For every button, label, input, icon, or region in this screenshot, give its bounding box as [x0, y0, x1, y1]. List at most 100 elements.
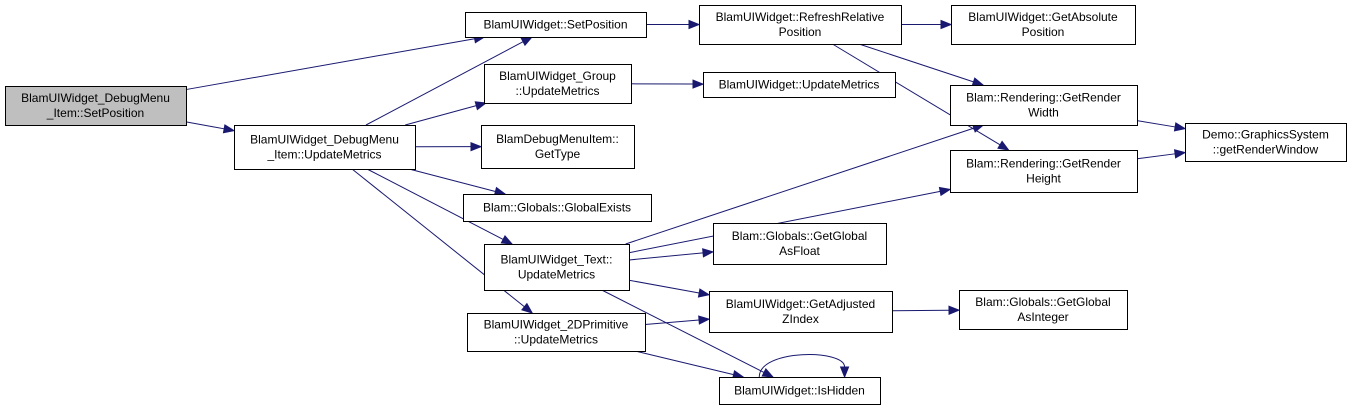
edge-refreshrelative-to-getrenderwidth-line [858, 43, 974, 83]
node-getrenderwindow-box[interactable] [1185, 123, 1347, 162]
node-refreshrelative-label-1: Position [779, 25, 822, 39]
node-group_updatemetrics-label-0: BlamUIWidget_Group [499, 69, 616, 83]
edge-text_updatemetrics-to-getrenderheight [628, 186, 952, 254]
edge-debugmenu_updatemetrics-to-primitive_updatemetrics-arrow [521, 302, 534, 314]
node-debugmenu_updatemetrics-box[interactable] [234, 125, 416, 170]
node-debugmenu_updatemetrics-label-0: BlamUIWidget_DebugMenu [250, 133, 399, 147]
node-debugmenuitem_gettype[interactable]: BlamDebugMenuItem::GetType [481, 125, 635, 169]
edge-text_updatemetrics-to-getrenderheight-line [628, 190, 941, 254]
node-debugmenu_updatemetrics[interactable]: BlamUIWidget_DebugMenu_Item::UpdateMetri… [234, 125, 416, 170]
edge-text_updatemetrics-to-getrenderheight-arrow [938, 186, 952, 197]
edge-debugmenu_updatemetrics-to-setposition-line [365, 41, 524, 126]
node-globalexists[interactable]: Blam::Globals::GlobalExists [463, 194, 652, 222]
edge-primitive_updatemetrics-to-ishidden [634, 350, 745, 380]
node-ishidden[interactable]: BlamUIWidget::IsHidden [719, 377, 881, 405]
node-getglobalasinteger-label-1: AsInteger [1017, 310, 1068, 324]
edge-ishidden-to-ishidden-line [758, 354, 846, 378]
edge-getrenderheight-to-getrenderwindow-arrow [1173, 149, 1187, 159]
node-getadjustedzindex-label-0: BlamUIWidget::GetAdjusted [726, 297, 875, 311]
node-widget_updatemetrics-box[interactable] [703, 72, 896, 98]
edge-root-to-debugmenu_updatemetrics-line [185, 121, 225, 130]
edge-primitive_updatemetrics-to-ishidden-line [634, 350, 734, 376]
node-root[interactable]: BlamUIWidget_DebugMenu_Item::SetPosition [5, 86, 187, 126]
node-debugmenuitem_gettype-box[interactable] [481, 125, 635, 169]
edge-refreshrelative-to-getabsoluteposition [901, 19, 953, 30]
node-primitive_updatemetrics[interactable]: BlamUIWidget_2DPrimitive::UpdateMetrics [467, 313, 646, 352]
edge-refreshrelative-to-getrenderheight-line [832, 43, 1001, 146]
node-getabsoluteposition-label-1: Position [1022, 25, 1065, 39]
edge-getrenderwidth-to-getrenderwindow-arrow [1173, 122, 1187, 132]
node-setposition[interactable]: BlamUIWidget::SetPosition [465, 12, 647, 38]
edge-ishidden-to-ishidden-arrow [839, 366, 850, 379]
edge-group_updatemetrics-to-widget_updatemetrics [630, 79, 705, 89]
node-getglobalasfloat-label-0: Blam::Globals::GetGlobal [732, 229, 867, 243]
node-getglobalasinteger-box[interactable] [959, 290, 1128, 330]
edge-primitive_updatemetrics-to-getadjustedzindex-line [644, 319, 700, 326]
node-widget_updatemetrics[interactable]: BlamUIWidget::UpdateMetrics [703, 72, 896, 98]
edge-getadjustedzindex-to-getglobalasinteger [891, 305, 961, 316]
node-text_updatemetrics-box[interactable] [484, 244, 630, 291]
node-getabsoluteposition-label-0: BlamUIWidget::GetAbsolute [968, 10, 1118, 24]
node-globalexists-box[interactable] [463, 194, 652, 222]
edge-getrenderheight-to-getrenderwindow-line [1136, 153, 1176, 160]
node-getrenderheight-box[interactable] [950, 150, 1138, 193]
edge-debugmenu_updatemetrics-to-setposition-arrow [520, 36, 534, 47]
node-root-label-0: BlamUIWidget_DebugMenu [21, 91, 170, 105]
node-globalexists-label-0: Blam::Globals::GlobalExists [483, 201, 631, 215]
node-group_updatemetrics[interactable]: BlamUIWidget_Group::UpdateMetrics [484, 64, 632, 104]
node-refreshrelative-box[interactable] [699, 5, 902, 45]
node-getrenderwidth-label-0: Blam::Rendering::GetRender [966, 91, 1121, 105]
edge-refreshrelative-to-getrenderheight [832, 43, 1010, 151]
node-debugmenuitem_gettype-label-1: GetType [535, 147, 581, 161]
node-widget_updatemetrics-label-0: BlamUIWidget::UpdateMetrics [719, 78, 880, 92]
node-getabsoluteposition-box[interactable] [951, 5, 1136, 45]
node-getrenderwindow[interactable]: Demo::GraphicsSystem::getRenderWindow [1185, 123, 1347, 162]
node-ishidden-box[interactable] [719, 377, 881, 405]
edge-getrenderheight-to-getrenderwindow [1136, 149, 1187, 160]
edge-debugmenu_updatemetrics-to-globalexists-line [408, 168, 496, 192]
edge-debugmenu_updatemetrics-to-group_updatemetrics-line [405, 105, 477, 126]
edges-layer [185, 19, 1187, 380]
edge-text_updatemetrics-to-getadjustedzindex-line [628, 279, 700, 294]
edge-root-to-setposition-line [185, 38, 475, 91]
edge-text_updatemetrics-to-ishidden-arrow [761, 368, 775, 378]
edge-getrenderwidth-to-getrenderwindow-line [1136, 120, 1176, 128]
edge-debugmenu_updatemetrics-to-text_updatemetrics [366, 168, 514, 245]
node-getrenderwidth-label-1: Width [1028, 106, 1059, 120]
node-primitive_updatemetrics-box[interactable] [467, 313, 646, 352]
edge-root-to-debugmenu_updatemetrics [185, 121, 236, 134]
node-text_updatemetrics-label-1: UpdateMetrics [518, 268, 595, 282]
edge-group_updatemetrics-to-widget_updatemetrics-arrow [692, 79, 705, 89]
node-primitive_updatemetrics-label-0: BlamUIWidget_2DPrimitive [484, 318, 629, 332]
node-group_updatemetrics-box[interactable] [484, 64, 632, 104]
node-setposition-box[interactable] [465, 12, 647, 38]
edge-text_updatemetrics-to-ishidden [601, 289, 775, 378]
edge-getrenderwidth-to-getrenderwindow [1136, 120, 1187, 132]
edge-text_updatemetrics-to-getrenderwidth-line [625, 127, 975, 245]
node-getrenderwindow-label-0: Demo::GraphicsSystem [1202, 128, 1329, 142]
edge-text_updatemetrics-to-getglobalasfloat-arrow [702, 248, 715, 258]
node-text_updatemetrics-label-0: BlamUIWidget_Text:: [500, 253, 612, 267]
edge-debugmenu_updatemetrics-to-globalexists [408, 168, 507, 196]
node-getrenderwidth-box[interactable] [950, 85, 1138, 126]
node-getglobalasinteger-label-0: Blam::Globals::GetGlobal [975, 295, 1110, 309]
edge-root-to-debugmenu_updatemetrics-arrow [222, 124, 236, 134]
edge-primitive_updatemetrics-to-getadjustedzindex [644, 315, 711, 326]
node-root-label-1: _Item::SetPosition [46, 106, 144, 120]
node-setposition-label-0: BlamUIWidget::SetPosition [483, 18, 627, 32]
node-group_updatemetrics-label-1: ::UpdateMetrics [515, 84, 599, 98]
edge-text_updatemetrics-to-getadjustedzindex-arrow [697, 288, 711, 298]
edge-refreshrelative-to-getabsoluteposition-arrow [940, 19, 953, 30]
node-text_updatemetrics[interactable]: BlamUIWidget_Text::UpdateMetrics [484, 244, 630, 291]
node-getglobalasfloat-box[interactable] [713, 223, 887, 265]
node-getadjustedzindex-box[interactable] [709, 291, 893, 333]
node-debugmenu_updatemetrics-label-1: _Item::UpdateMetrics [266, 148, 381, 162]
node-root-box[interactable] [5, 86, 187, 126]
